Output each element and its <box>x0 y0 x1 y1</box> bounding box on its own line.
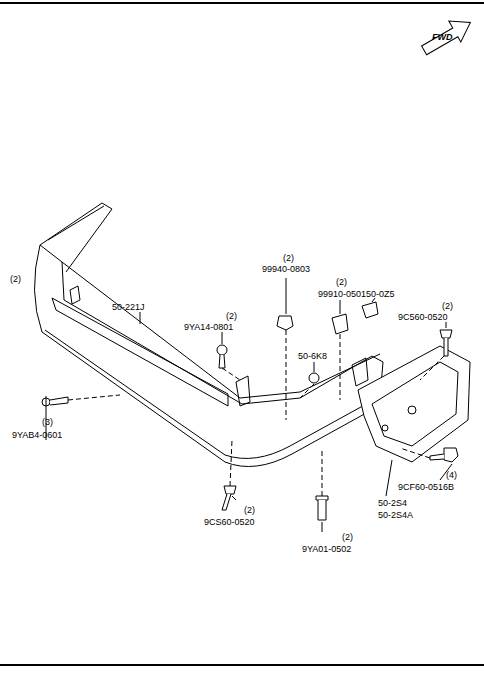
part-label: 9YA14-0801 <box>184 322 233 332</box>
part-label: (4) <box>446 470 457 480</box>
part-label: 50-221J <box>112 302 145 312</box>
part-label: 9CS60-0520 <box>204 517 255 527</box>
part-label: 9YAB4-0601 <box>12 430 62 440</box>
part-label: (3) <box>42 417 53 427</box>
part-label: (2) <box>10 274 21 284</box>
direction-label: FWD <box>432 32 453 42</box>
part-label: (2) <box>342 532 353 542</box>
part-label: 99910-0501 <box>318 289 366 299</box>
part-label: (2) <box>244 505 255 515</box>
part-label: 9C560-0520 <box>398 312 448 322</box>
part-label: 50-2S4 <box>378 498 407 508</box>
part-label: 50-6K8 <box>298 351 327 361</box>
part-label: 50-0Z5 <box>366 289 395 299</box>
part-label: 9CF60-0516B <box>398 482 454 492</box>
part-label: 99940-0803 <box>262 264 310 274</box>
part-label: 9YA01-0502 <box>302 544 351 554</box>
part-label: (2) <box>442 301 453 311</box>
part-label: 50-2S4A <box>378 510 413 520</box>
part-label: (2) <box>226 311 237 321</box>
part-label: (2) <box>336 277 347 287</box>
part-label: (2) <box>283 253 294 263</box>
